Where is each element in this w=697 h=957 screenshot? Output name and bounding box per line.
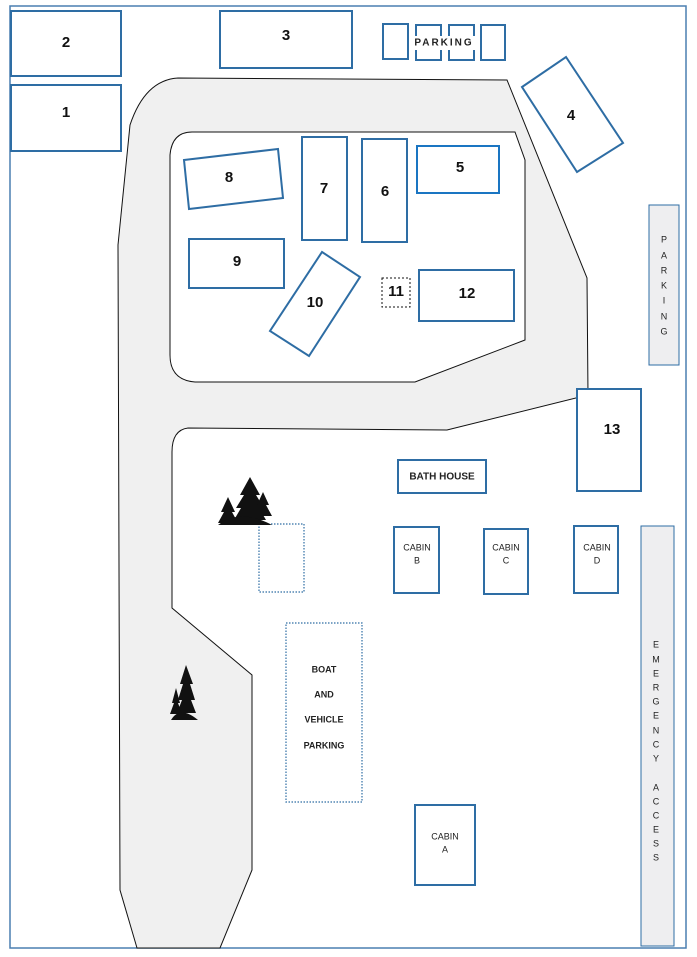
map-label: N (661, 311, 668, 321)
map-border (9, 5, 687, 949)
building-13[interactable]: 13 (576, 388, 642, 492)
map-label: BOAT (312, 664, 337, 674)
building-label: 11 (388, 283, 404, 300)
dotted-lot[interactable] (258, 523, 305, 593)
map-label: AND (314, 689, 334, 699)
map-label: N (653, 725, 660, 735)
building-label: 5 (456, 159, 464, 176)
map-label: CABIN (403, 542, 431, 552)
building-1[interactable]: 1 (10, 84, 122, 152)
map-label: R (653, 682, 660, 692)
building-4[interactable]: 4 (520, 55, 625, 174)
building-11[interactable]: 11 (381, 277, 411, 308)
boat-vehicle-parking[interactable]: BOAT AND VEHICLE PARKING (285, 622, 363, 803)
map-label: C (653, 796, 660, 806)
building-label: 13 (604, 421, 621, 438)
map-label: P (661, 234, 667, 244)
building-3[interactable]: 3 (219, 10, 353, 69)
map-label: A (661, 250, 667, 260)
map-label: E (653, 668, 659, 678)
parking-right[interactable]: P A R K I N G (648, 204, 680, 366)
map-label: K (661, 280, 667, 290)
building-7[interactable]: 7 (301, 136, 348, 241)
map-label: CABIN (431, 831, 459, 841)
tree-cluster-icon (218, 477, 272, 525)
cabin-b[interactable]: CABIN B (393, 526, 440, 594)
building-label: 1 (62, 104, 70, 121)
bath-house-label: BATH HOUSE (409, 472, 475, 483)
building-label: 7 (320, 180, 328, 197)
building-5[interactable]: 5 (416, 145, 500, 194)
building-10[interactable]: 10 (268, 250, 362, 358)
tree-cluster-icon (170, 665, 198, 720)
map-label: A (442, 844, 448, 854)
map-label: G (652, 696, 659, 706)
building-9[interactable]: 9 (188, 238, 285, 289)
parking-top-label: PARKING (414, 38, 473, 49)
map-label: CABIN (583, 542, 611, 552)
map-label: Y (653, 753, 659, 763)
map-label: S (653, 852, 659, 862)
parking-top[interactable]: PARKING (382, 23, 506, 61)
building-2[interactable]: 2 (10, 10, 122, 77)
building-label: 9 (233, 253, 241, 270)
map-label: C (653, 810, 660, 820)
parking-right-label: P A R K I N G (660, 234, 667, 336)
map-label: E (653, 824, 659, 834)
map-label: B (414, 555, 420, 565)
building-label: 12 (459, 285, 476, 302)
building-label: 3 (282, 27, 290, 44)
map-label: A (653, 782, 659, 792)
map-label: E (653, 639, 659, 649)
building-label: 6 (381, 183, 389, 200)
cabin-d[interactable]: CABIN D (573, 525, 619, 594)
map-label: PARKING (304, 740, 345, 750)
bath-house[interactable]: BATH HOUSE (397, 459, 487, 494)
map-label: E (653, 710, 659, 720)
map-label: CABIN (492, 542, 520, 552)
emergency-access-label: E M E R G E N C Y A C C E S S (652, 639, 660, 862)
emergency-access[interactable]: E M E R G E N C Y A C C E S S (640, 525, 675, 947)
map-label: D (594, 555, 601, 565)
cabin-a[interactable]: CABIN A (414, 804, 476, 886)
map-label: VEHICLE (304, 714, 343, 724)
map-label: I (663, 295, 666, 305)
map-label: S (653, 838, 659, 848)
map-label: C (653, 739, 660, 749)
building-6[interactable]: 6 (361, 138, 408, 243)
building-label: 4 (567, 107, 576, 124)
building-label: 10 (307, 294, 324, 311)
map-label: R (661, 265, 668, 275)
map-label: M (652, 654, 660, 664)
map-label: C (503, 555, 510, 565)
building-8[interactable]: 8 (182, 147, 285, 211)
building-label: 8 (225, 169, 233, 186)
building-12[interactable]: 12 (418, 269, 515, 322)
map-label: G (660, 326, 667, 336)
cabin-c[interactable]: CABIN C (483, 528, 529, 595)
building-label: 2 (62, 34, 70, 51)
